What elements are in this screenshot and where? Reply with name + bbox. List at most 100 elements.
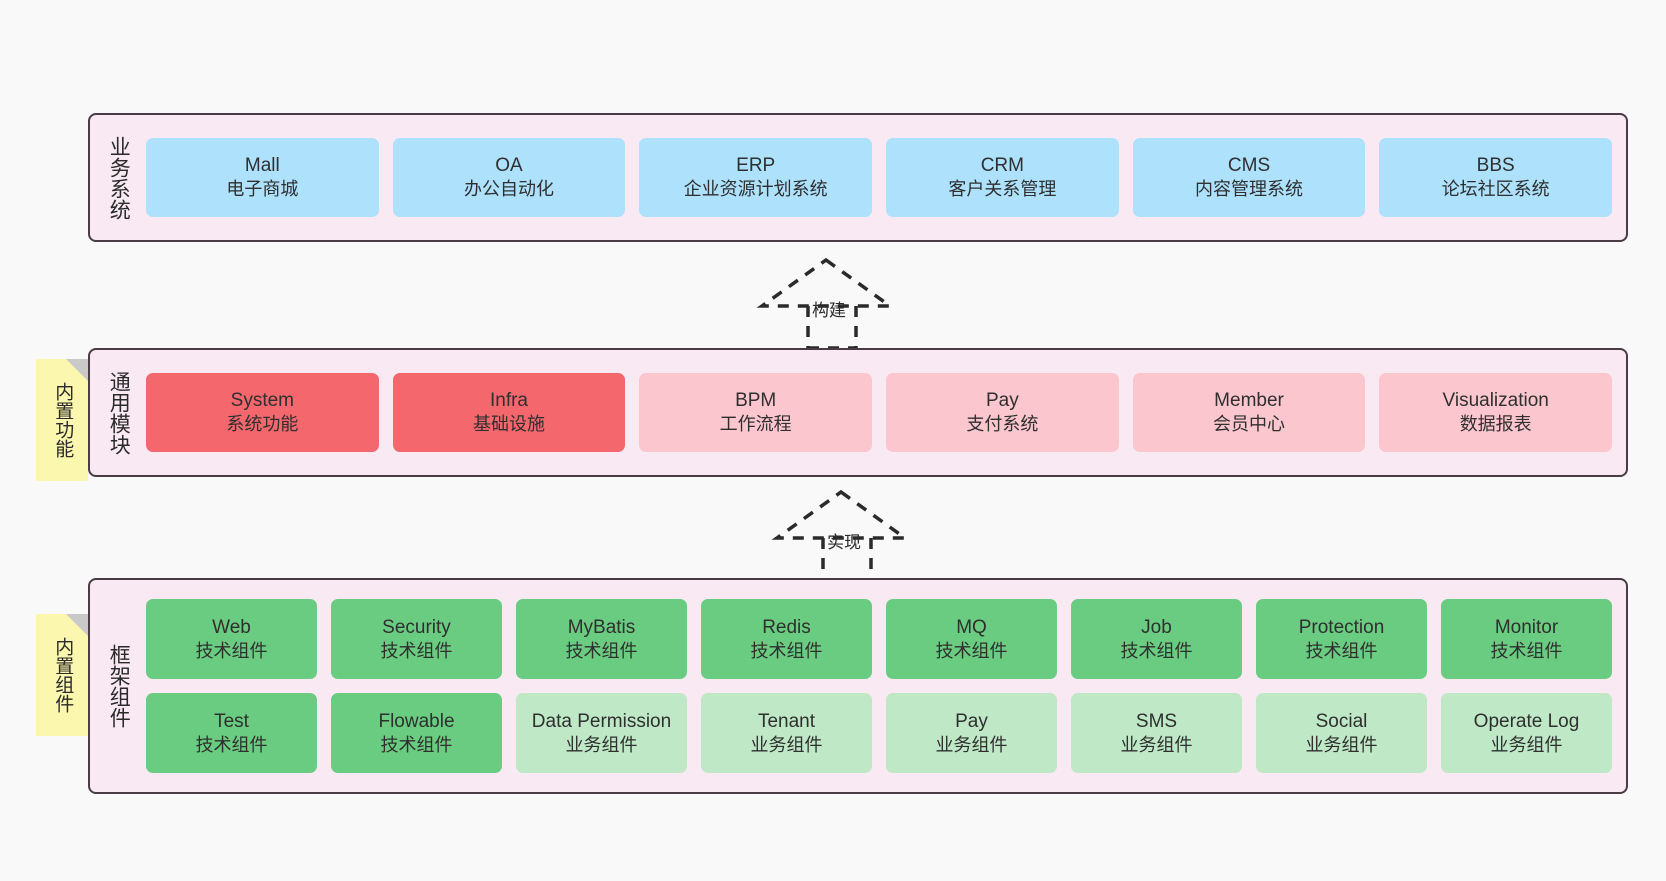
component-name: Tenant <box>757 710 816 732</box>
component-desc: 技术组件 <box>380 640 453 661</box>
component-desc: 业务组件 <box>1490 734 1563 755</box>
component-desc: 技术组件 <box>195 734 268 755</box>
connector-label-implement: 实现 <box>827 533 861 552</box>
component-name: Redis <box>762 616 811 638</box>
component-desc: 技术组件 <box>1120 640 1193 661</box>
component-desc: 系统功能 <box>226 414 299 435</box>
component-name: Protection <box>1298 616 1385 638</box>
component-name: BPM <box>735 390 777 412</box>
sticky-note-label-builtin-components: 内置组件 <box>52 637 74 713</box>
arrowhead-triangle <box>756 257 896 308</box>
component-name: SMS <box>1135 710 1178 732</box>
component-name: Security <box>382 616 451 638</box>
component-desc: 技术组件 <box>195 640 268 661</box>
component-desc: 电子商城 <box>226 179 299 200</box>
layer-title-common-modules: 通用模块 <box>107 370 131 455</box>
component-name: Data Permission <box>531 710 672 732</box>
component-name: Monitor <box>1494 616 1559 638</box>
sticky-note-builtin-functions: 内置功能 <box>36 359 88 481</box>
component-desc: 工作流程 <box>719 414 792 435</box>
component-desc: 数据报表 <box>1459 414 1532 435</box>
component-desc: 技术组件 <box>565 640 638 661</box>
connector-build: 构建 <box>756 257 900 350</box>
component-desc: 技术组件 <box>1490 640 1563 661</box>
component-name: MyBatis <box>567 616 636 638</box>
component-name: Pay <box>955 710 988 732</box>
connector-implement: 实现 <box>771 489 915 582</box>
component-name: Web <box>212 616 251 638</box>
component-name: BBS <box>1476 155 1515 177</box>
component-desc: 内容管理系统 <box>1195 179 1304 200</box>
sticky-fold-icon <box>66 614 88 636</box>
component-desc: 技术组件 <box>935 640 1008 661</box>
component-name: Operate Log <box>1473 710 1580 732</box>
component-name: Pay <box>985 390 1019 412</box>
component-desc: 会员中心 <box>1213 414 1286 435</box>
component-desc: 客户关系管理 <box>948 179 1057 200</box>
layer-title-business-systems: 业务系统 <box>107 135 131 220</box>
component-name: Mall <box>244 155 280 177</box>
component-desc: 业务组件 <box>1120 734 1193 755</box>
component-desc: 业务组件 <box>935 734 1008 755</box>
component-name: Social <box>1315 710 1368 732</box>
sticky-note-builtin-components: 内置组件 <box>36 614 88 736</box>
component-desc: 技术组件 <box>380 734 453 755</box>
component-desc: 企业资源计划系统 <box>683 179 828 200</box>
sticky-note-label-builtin-functions: 内置功能 <box>52 382 74 458</box>
component-desc: 基础设施 <box>473 414 545 435</box>
component-name: OA <box>495 155 523 177</box>
component-desc: 支付系统 <box>966 414 1039 435</box>
component-desc: 业务组件 <box>750 734 823 755</box>
component-name: Job <box>1141 616 1172 638</box>
component-name: CMS <box>1227 155 1271 177</box>
component-desc: 技术组件 <box>750 640 823 661</box>
component-name: Flowable <box>378 710 455 732</box>
layer-title-framework-components: 框架组件 <box>107 644 131 728</box>
component-name: Infra <box>489 390 529 412</box>
component-name: Member <box>1214 390 1284 412</box>
component-name: MQ <box>956 616 987 638</box>
connector-label-build: 构建 <box>812 301 846 320</box>
component-name: System <box>230 390 295 412</box>
